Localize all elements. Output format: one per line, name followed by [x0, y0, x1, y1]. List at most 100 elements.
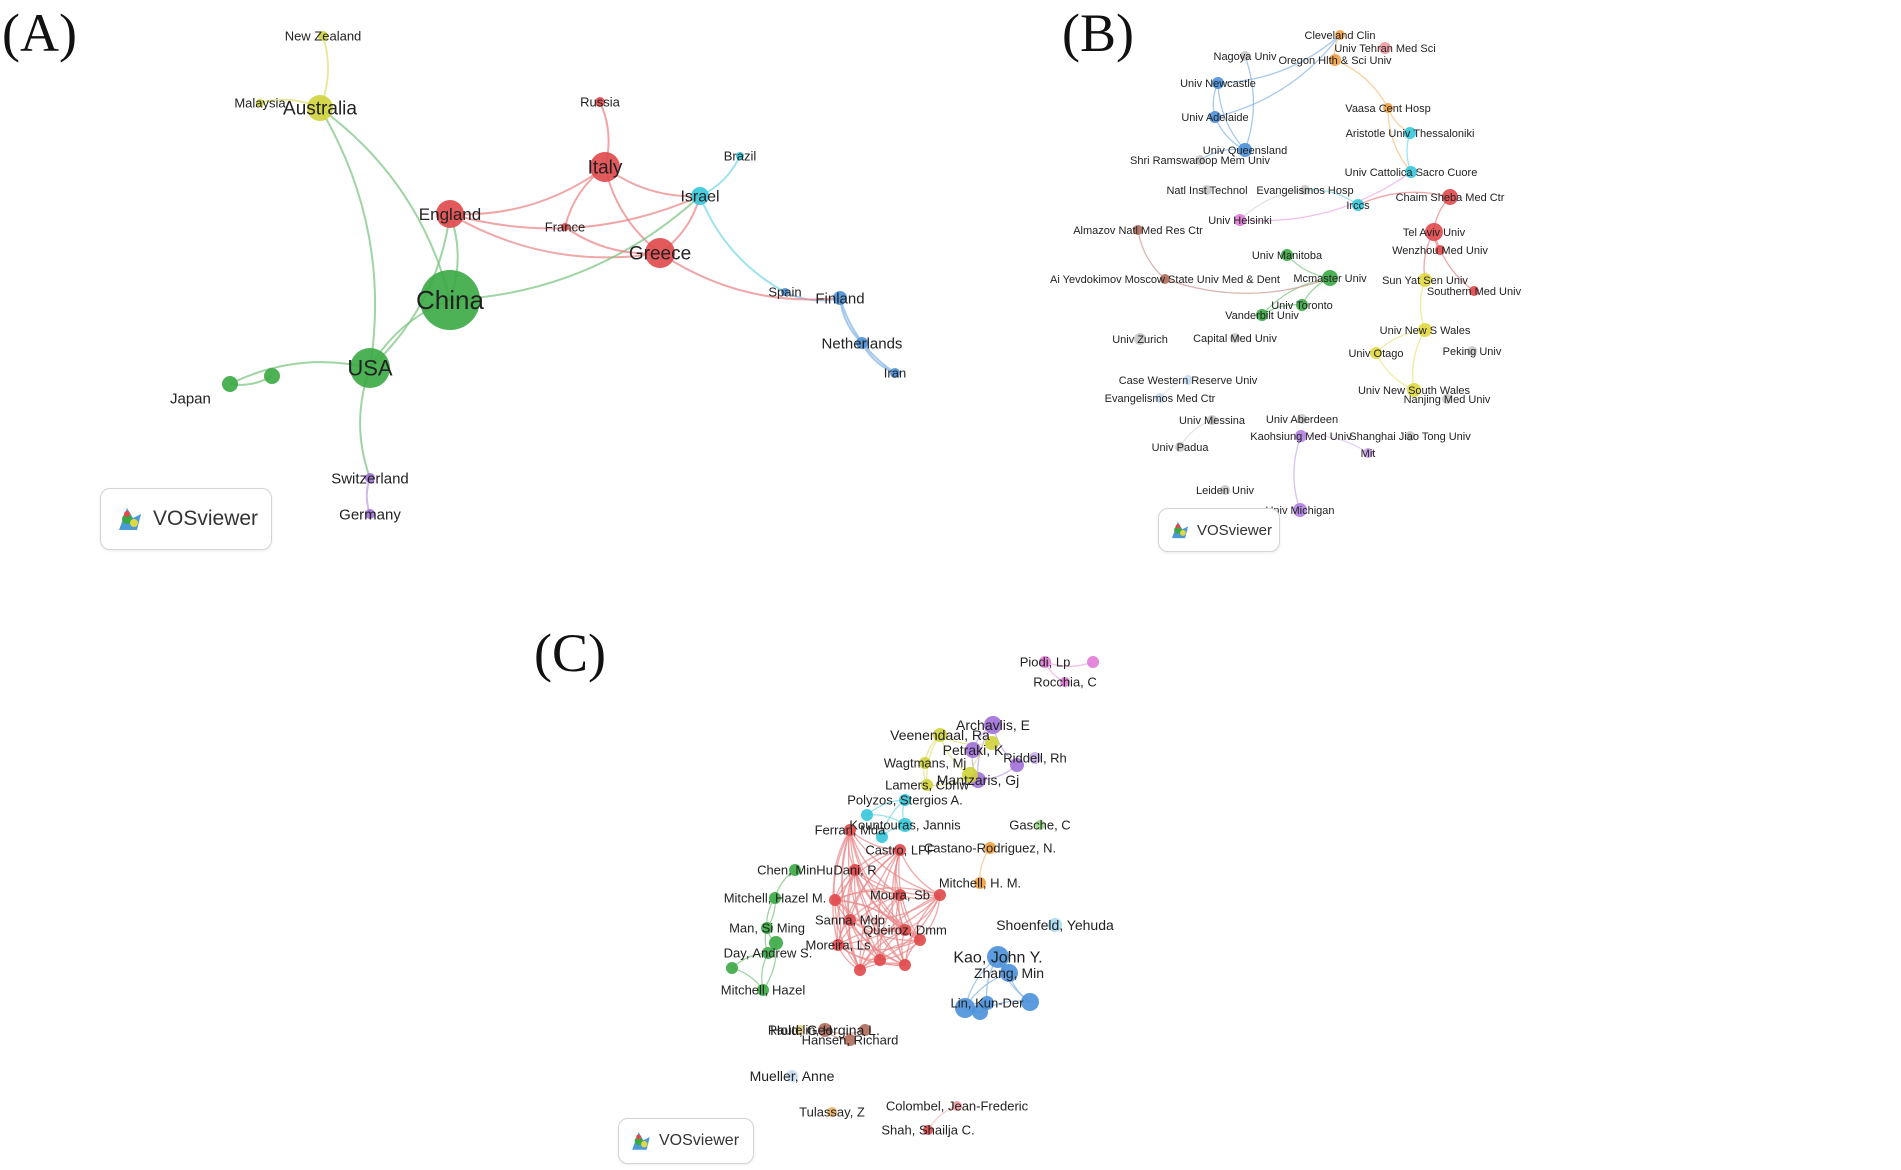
network-node[interactable]: [861, 809, 873, 821]
network-node[interactable]: [1370, 347, 1382, 359]
network-node[interactable]: [1134, 333, 1146, 345]
network-node[interactable]: [849, 864, 861, 876]
network-node[interactable]: [832, 939, 844, 951]
network-node[interactable]: [1352, 199, 1364, 211]
network-node[interactable]: [365, 473, 375, 483]
network-node[interactable]: [1175, 442, 1185, 452]
network-node[interactable]: [1000, 964, 1018, 982]
network-node[interactable]: [1379, 42, 1391, 54]
network-node[interactable]: [762, 947, 774, 959]
network-node[interactable]: [1404, 127, 1416, 139]
network-node[interactable]: [984, 716, 1002, 734]
network-node[interactable]: [691, 187, 709, 205]
network-node[interactable]: [769, 936, 783, 950]
network-node[interactable]: [1405, 166, 1417, 178]
network-node[interactable]: [955, 998, 975, 1018]
network-node[interactable]: [1469, 286, 1479, 296]
network-node[interactable]: [761, 922, 773, 934]
network-node[interactable]: [590, 152, 620, 182]
network-node[interactable]: [894, 844, 906, 856]
network-node[interactable]: [934, 889, 946, 901]
network-node[interactable]: [1212, 77, 1224, 89]
network-node[interactable]: [1383, 103, 1393, 113]
network-node[interactable]: [1442, 189, 1458, 205]
network-node[interactable]: [899, 794, 911, 806]
network-node[interactable]: [736, 152, 744, 160]
network-node[interactable]: [1407, 383, 1421, 397]
network-node[interactable]: [919, 757, 931, 769]
network-node[interactable]: [899, 924, 911, 936]
network-node[interactable]: [829, 894, 841, 906]
network-node[interactable]: [789, 864, 801, 876]
network-node[interactable]: [833, 291, 847, 305]
network-node[interactable]: [1435, 245, 1445, 255]
network-node[interactable]: [1256, 309, 1268, 321]
network-node[interactable]: [1425, 223, 1443, 241]
network-node[interactable]: [1060, 677, 1070, 687]
network-node[interactable]: [1296, 299, 1308, 311]
network-node[interactable]: [1293, 503, 1307, 517]
network-node[interactable]: [898, 818, 912, 832]
network-node[interactable]: [876, 831, 888, 843]
network-node[interactable]: [1405, 431, 1415, 441]
network-node[interactable]: [420, 270, 480, 330]
network-node[interactable]: [844, 824, 856, 836]
network-node[interactable]: [856, 337, 868, 349]
network-node[interactable]: [854, 964, 866, 976]
network-node[interactable]: [1160, 274, 1170, 284]
network-node[interactable]: [1183, 375, 1193, 385]
network-node[interactable]: [1363, 448, 1373, 458]
network-node[interactable]: [1442, 394, 1452, 404]
network-node[interactable]: [844, 914, 856, 926]
network-node[interactable]: [222, 376, 238, 392]
network-node[interactable]: [786, 1070, 798, 1082]
network-node[interactable]: [844, 1034, 856, 1046]
network-node[interactable]: [1418, 273, 1432, 287]
network-node[interactable]: [318, 31, 328, 41]
network-node[interactable]: [985, 736, 999, 750]
network-node[interactable]: [890, 368, 900, 378]
network-node[interactable]: [1202, 185, 1212, 195]
network-node[interactable]: [899, 959, 911, 971]
network-node[interactable]: [1297, 414, 1307, 424]
network-node[interactable]: [1220, 485, 1230, 495]
network-node[interactable]: [1230, 333, 1240, 343]
network-node[interactable]: [1300, 185, 1310, 195]
network-node[interactable]: [914, 934, 926, 946]
network-node[interactable]: [933, 728, 947, 742]
network-node[interactable]: [595, 97, 605, 107]
network-node[interactable]: [1418, 323, 1432, 337]
network-node[interactable]: [1155, 393, 1165, 403]
network-node[interactable]: [795, 1025, 805, 1035]
network-node[interactable]: [1467, 346, 1477, 356]
network-node[interactable]: [874, 954, 886, 966]
network-node[interactable]: [859, 1024, 871, 1036]
network-node[interactable]: [962, 767, 978, 783]
network-node[interactable]: [757, 984, 769, 996]
network-node[interactable]: [1295, 430, 1307, 442]
network-node[interactable]: [781, 288, 789, 296]
network-node[interactable]: [307, 95, 333, 121]
network-node[interactable]: [818, 1023, 832, 1037]
network-node[interactable]: [1281, 249, 1293, 261]
network-node[interactable]: [1322, 270, 1338, 286]
network-node[interactable]: [921, 779, 933, 791]
network-node[interactable]: [1335, 30, 1345, 40]
network-node[interactable]: [1029, 752, 1041, 764]
network-node[interactable]: [256, 99, 264, 107]
network-node[interactable]: [1035, 820, 1045, 830]
network-node[interactable]: [1048, 918, 1062, 932]
network-node[interactable]: [974, 877, 986, 889]
network-node[interactable]: [645, 238, 675, 268]
network-node[interactable]: [923, 1125, 933, 1135]
network-node[interactable]: [1039, 656, 1051, 668]
network-node[interactable]: [436, 200, 464, 228]
network-node[interactable]: [827, 1107, 837, 1117]
network-node[interactable]: [965, 742, 981, 758]
network-node[interactable]: [984, 842, 996, 854]
network-node[interactable]: [350, 348, 390, 388]
network-node[interactable]: [1238, 143, 1252, 157]
network-node[interactable]: [894, 889, 906, 901]
network-node[interactable]: [1207, 415, 1217, 425]
network-node[interactable]: [1133, 225, 1143, 235]
